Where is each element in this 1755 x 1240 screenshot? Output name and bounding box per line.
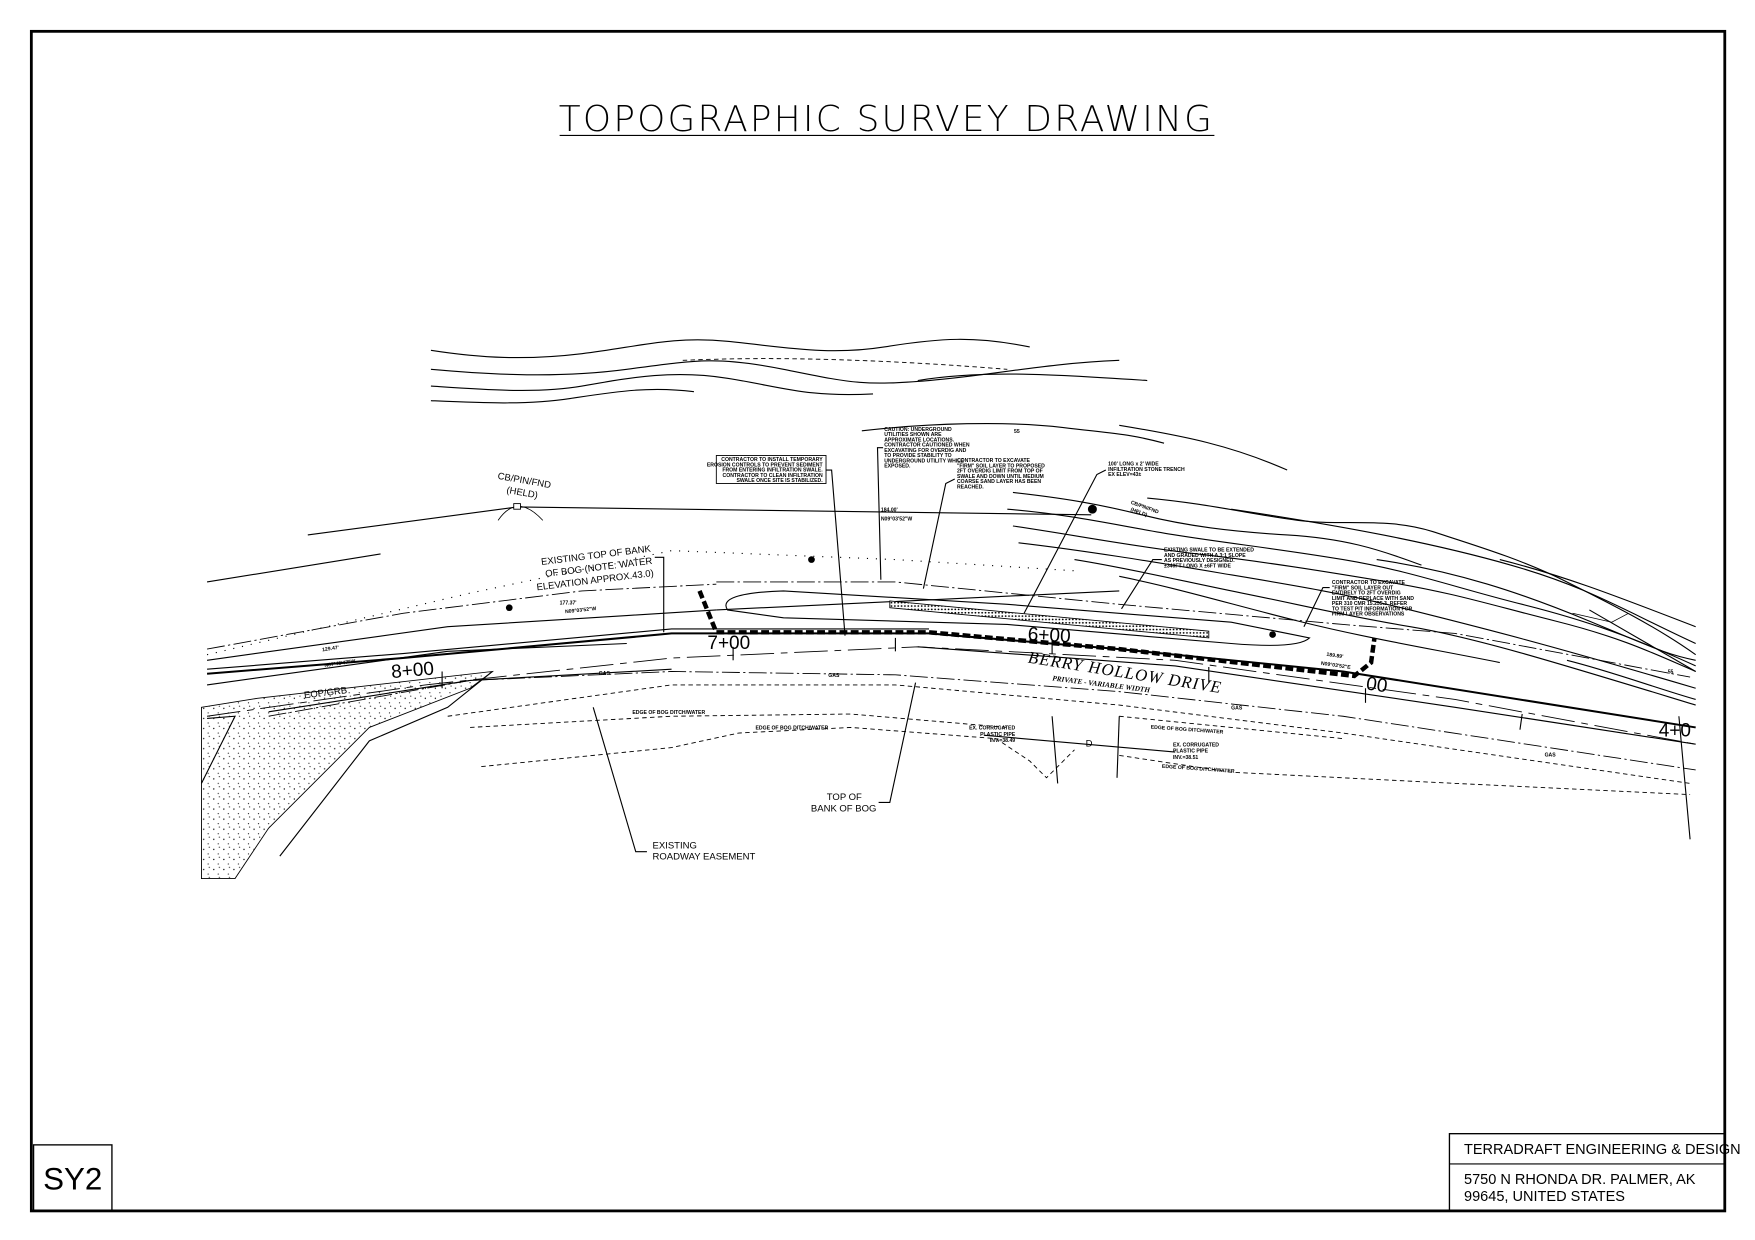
distance-label: 184.00' xyxy=(881,507,898,513)
station-label: 8+00 xyxy=(390,659,435,684)
address-line-2: 99645, UNITED STATES xyxy=(1464,1189,1625,1205)
gas-label: GAS xyxy=(828,673,840,679)
berry-hollow-drive: D 8+00 7+00 6+00 00 4+0 BERRY HOLLOW DRI… xyxy=(200,590,1696,879)
contour-label: 55 xyxy=(1014,429,1020,435)
edge-bog-label: EDGE OF BOG DITCH/WATER xyxy=(1150,725,1223,736)
svg-text:CB/PIN/FND(HELD): CB/PIN/FND(HELD) xyxy=(1127,500,1159,522)
distance-label: 177.37' xyxy=(560,600,577,606)
svg-text:EXISTING TOP OF BANKOF BOG (NO: EXISTING TOP OF BANKOF BOG (NOTE: WATERE… xyxy=(533,544,655,594)
upper-contours xyxy=(430,338,1288,471)
edge-bog-label: EDGE OF BOG DITCH/WATER xyxy=(1162,764,1235,775)
gas-label: GAS xyxy=(599,671,611,677)
station-label: 4+0 xyxy=(1659,720,1691,741)
gas-label: GAS xyxy=(1545,753,1557,759)
drawing-title: TOPOGRAPHIC SURVEY DRAWING xyxy=(559,99,1214,140)
swale-boundary xyxy=(697,590,1377,679)
svg-text:CB/PIN/FND(HELD): CB/PIN/FND(HELD) xyxy=(495,471,552,503)
bearing-label: N07°45'47"W xyxy=(324,659,356,669)
contour-label: 55 xyxy=(1668,670,1674,676)
bearings: 184.00' N09°03'52"W 177.37' N09°03'52"W … xyxy=(322,507,1352,671)
right-contours: 55 55 xyxy=(1007,429,1697,706)
pipe-note-right: EX. CORRUGATED xyxy=(1173,742,1219,748)
pipe-note-left: EX. CORRUGATED xyxy=(969,726,1015,732)
survey-pin-marker xyxy=(513,503,521,510)
bearing-label: N09°03'52"W xyxy=(565,606,597,615)
annotations: CB/PIN/FND(HELD) CB/PIN/FND(HELD) EXISTI… xyxy=(303,427,1414,863)
station-label: 00 xyxy=(1365,674,1389,698)
edge-bog-label: EDGE OF BOG DITCH/WATER xyxy=(756,726,829,732)
svg-text:CONTRACTOR TO EXCAVATE"FIRM" S: CONTRACTOR TO EXCAVATE"FIRM" SOIL LAYER … xyxy=(957,458,1045,490)
corrugated-pipe xyxy=(984,734,1176,753)
bearing-label: N09°03'52"E xyxy=(1320,661,1351,671)
gas-label: GAS xyxy=(1231,706,1243,712)
title-block: TERRADRAFT ENGINEERING & DESIGN 5750 N R… xyxy=(1448,1133,1741,1212)
sheet-number: SY2 xyxy=(43,1162,102,1197)
sheet-number-box: SY2 xyxy=(32,1144,113,1212)
trench-note: 100' LONG x 2' WIDE xyxy=(1108,462,1159,468)
infiltration-stone-trench xyxy=(889,600,1210,639)
distance-label: 129.47' xyxy=(322,645,340,653)
excavate-right-note: CONTRACTOR TO EXCAVATE xyxy=(1332,580,1406,586)
sheet-border xyxy=(29,29,1727,1213)
station-label: 6+00 xyxy=(1027,624,1071,647)
swale-extend-note: EXISTING SWALE TO BE EXTENDED xyxy=(1164,548,1254,554)
property-lines xyxy=(206,503,1691,678)
station-label: 7+00 xyxy=(707,633,750,654)
edge-bog-label: EDGE OF BOG DITCH/WATER xyxy=(632,710,705,716)
bearing-label: N09°03'52"W xyxy=(881,516,913,522)
stippled-area xyxy=(201,670,495,879)
caution-note: CAUTION: UNDERGROUND xyxy=(884,427,952,433)
excavate-note: CONTRACTOR TO EXCAVATE xyxy=(957,458,1031,464)
erosion-note: CONTRACTOR TO INSTALL TEMPORARY xyxy=(721,457,823,463)
easement-label: EXISTING xyxy=(653,840,697,851)
top-of-bank-label: TOP OF xyxy=(827,792,862,803)
address-line-1: 5750 N RHONDA DR. PALMER, AK xyxy=(1464,1172,1696,1188)
tree-symbols xyxy=(505,504,1276,638)
company-name: TERRADRAFT ENGINEERING & DESIGN xyxy=(1464,1142,1741,1158)
svg-text:CONTRACTOR TO EXCAVATE"FIRM" S: CONTRACTOR TO EXCAVATE"FIRM" SOIL LAYER … xyxy=(1332,580,1414,618)
distance-label: 189.89' xyxy=(1326,652,1344,660)
pipe-symbol: D xyxy=(1086,738,1093,749)
eop-label: EOP/GRB xyxy=(303,685,347,701)
